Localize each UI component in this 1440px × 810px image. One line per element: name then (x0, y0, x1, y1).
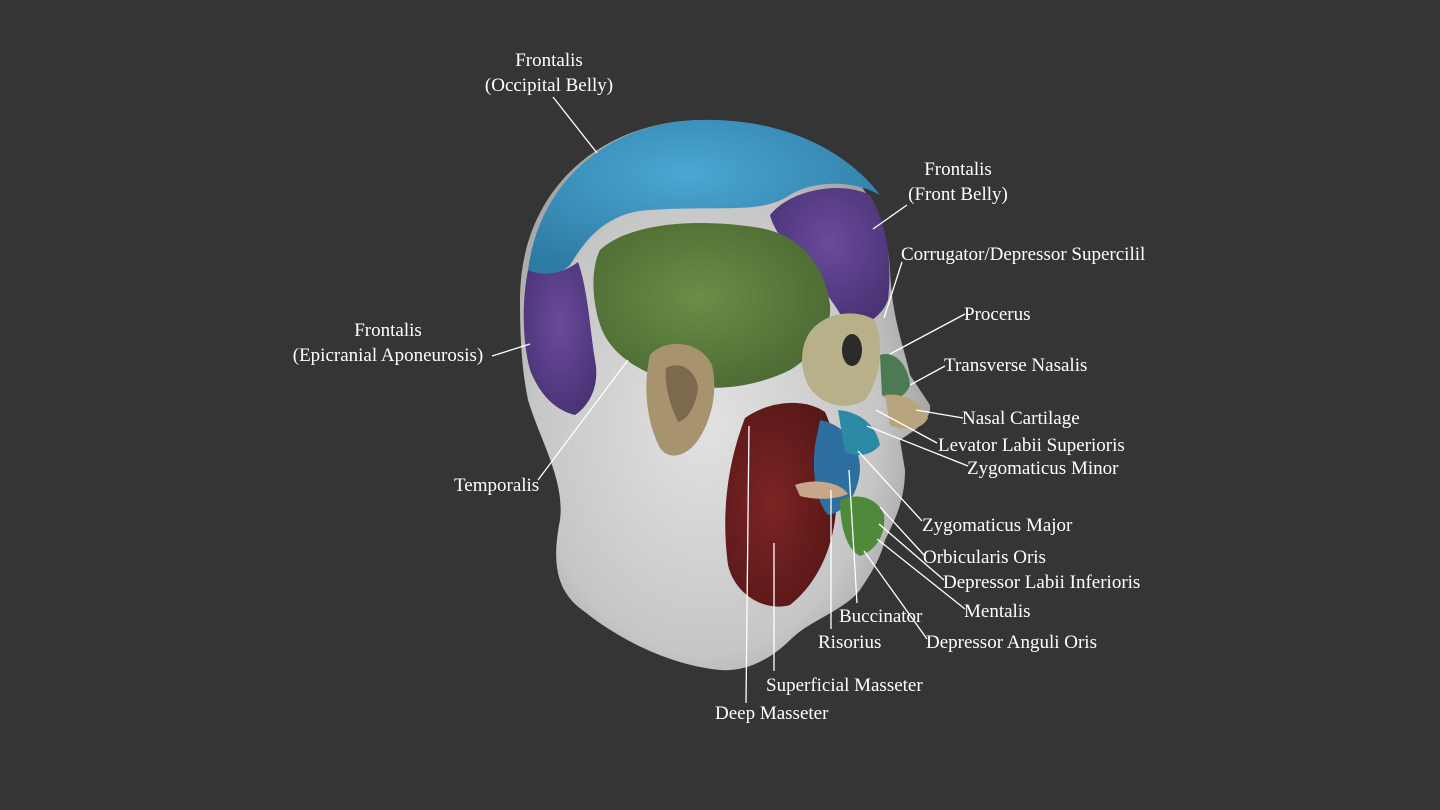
leader-depressor-labii (878, 523, 945, 581)
label-depressor-anguli: Depressor Anguli Oris (926, 632, 1097, 653)
leader-nasal-cartilage (915, 409, 964, 419)
label-frontalis-front-line1: Frontalis (924, 159, 992, 180)
leader-procerus (889, 313, 966, 355)
leader-epicranial (491, 343, 531, 357)
label-temporalis: Temporalis (454, 475, 540, 496)
leader-zygomaticus-minor (866, 425, 969, 467)
label-corrugator: Corrugator/Depressor Supercilil (901, 244, 1146, 265)
leader-transverse-nasalis (909, 365, 946, 386)
leader-temporalis (537, 359, 629, 481)
temporalis-region (593, 223, 831, 388)
label-deep-masseter: Deep Masseter (715, 703, 829, 724)
leader-orbicularis-oris (879, 506, 925, 556)
label-frontalis-front-line2: (Front Belly) (908, 184, 1008, 205)
nasal-region (880, 354, 910, 399)
label-superficial-masseter: Superficial Masseter (766, 675, 923, 696)
label-depressor-labii: Depressor Labii Inferioris (943, 572, 1141, 593)
label-frontalis-front: Frontalis (Front Belly) (898, 157, 1018, 207)
label-buccinator: Buccinator (839, 606, 923, 627)
label-procerus: Procerus (964, 304, 1031, 325)
label-orbicularis-oris: Orbicularis Oris (923, 547, 1046, 568)
ear-inner (665, 365, 698, 422)
label-levator-labii: Levator Labii Superioris (938, 435, 1125, 456)
leader-corrugator (883, 261, 903, 319)
leader-lines (491, 96, 969, 704)
label-frontalis-epicranial: Frontalis (Epicranial Aponeurosis) (280, 318, 496, 368)
label-risorius: Risorius (818, 632, 882, 653)
label-frontalis-occipital-line1: Frontalis (515, 50, 583, 71)
label-frontalis-occipital-line2: (Occipital Belly) (484, 75, 614, 96)
leader-mentalis (876, 538, 966, 610)
label-frontalis-epicranial-line1: Frontalis (354, 320, 422, 341)
eye (842, 334, 862, 366)
label-mentalis: Mentalis (964, 601, 1031, 622)
occipital-belly-region (528, 119, 880, 275)
label-zygomaticus-major: Zygomaticus Major (922, 515, 1073, 536)
leader-levator-labii (875, 409, 938, 444)
leader-front-belly (872, 204, 908, 230)
epicranial-aponeurosis-region (523, 262, 597, 415)
label-frontalis-occipital: Frontalis (Occipital Belly) (470, 48, 628, 98)
eye-orbit-region (802, 313, 881, 406)
lips (795, 481, 848, 499)
front-belly-region (770, 187, 890, 325)
zygomaticus-region (838, 410, 880, 456)
label-nasal-cartilage: Nasal Cartilage (962, 408, 1080, 429)
label-frontalis-epicranial-line2: (Epicranial Aponeurosis) (292, 345, 484, 366)
label-transverse-nasalis: Transverse Nasalis (944, 355, 1088, 376)
leader-buccinator (848, 469, 858, 604)
masseter-region (725, 402, 838, 607)
leader-occipital (552, 96, 598, 154)
leader-deep-masseter (745, 425, 750, 704)
leader-zygomaticus-major (857, 450, 923, 522)
leader-depressor-anguli (863, 550, 928, 640)
label-zygomaticus-minor: Zygomaticus Minor (967, 458, 1119, 479)
